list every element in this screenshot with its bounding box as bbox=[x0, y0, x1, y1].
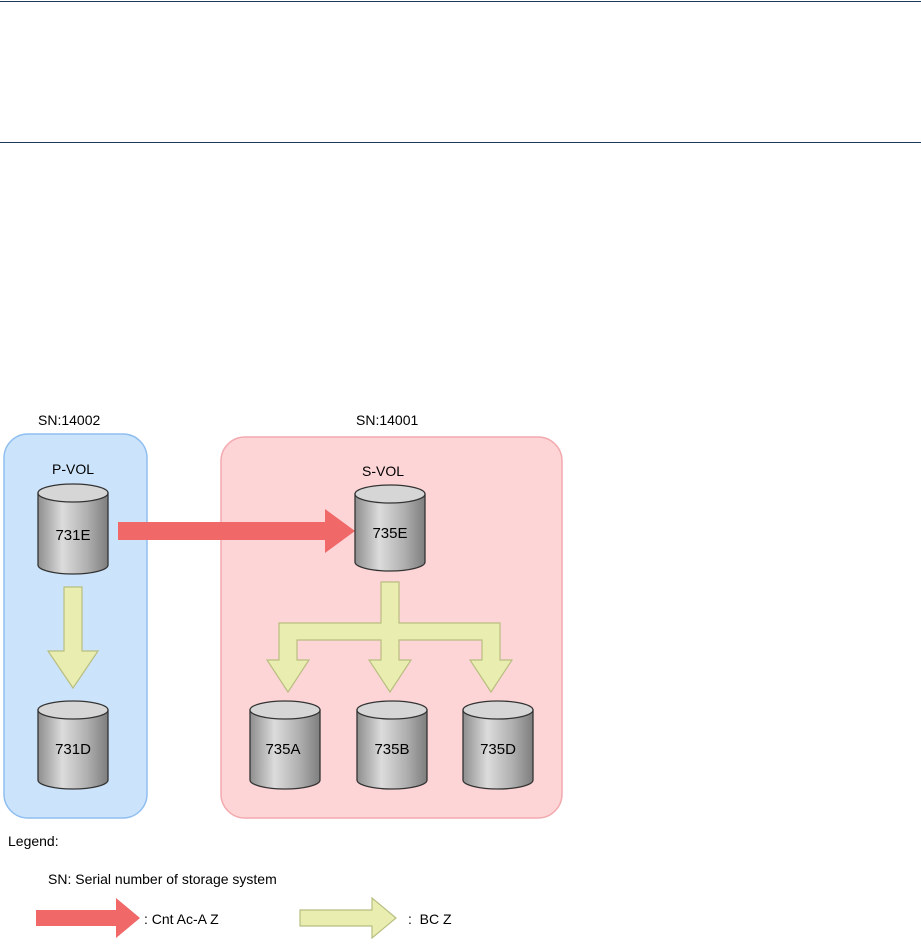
bc-arrow-branch bbox=[265, 581, 514, 694]
volume-label-735A: 735A bbox=[265, 741, 300, 758]
role-label-svol: S-VOL bbox=[362, 463, 404, 479]
legend-sn-text: SN: Serial number of storage system bbox=[48, 871, 277, 887]
volume-label-731D: 731D bbox=[55, 741, 91, 758]
sn-label-left: SN:14002 bbox=[38, 412, 100, 428]
volume-label-731E: 731E bbox=[55, 527, 90, 544]
volume-735E: 735E bbox=[354, 484, 426, 572]
legend-bc-arrow bbox=[299, 896, 397, 940]
legend-bc-text: : BC Z bbox=[408, 911, 452, 927]
legend-title: Legend: bbox=[8, 833, 59, 849]
volume-735D: 735D bbox=[462, 700, 534, 790]
volume-735A: 735A bbox=[249, 700, 321, 790]
bottom-rule bbox=[0, 142, 921, 143]
sn-label-right: SN:14001 bbox=[356, 412, 418, 428]
volume-label-735B: 735B bbox=[374, 741, 409, 758]
volume-731E: 731E bbox=[37, 483, 109, 575]
role-label-pvol: P-VOL bbox=[52, 461, 94, 477]
cnt-arrow-main bbox=[118, 509, 355, 553]
top-rule bbox=[0, 1, 921, 2]
volume-label-735D: 735D bbox=[480, 741, 516, 758]
volume-731D: 731D bbox=[37, 700, 109, 790]
legend-cnt-arrow bbox=[36, 898, 140, 938]
legend-cnt-text: : Cnt Ac-A Z bbox=[144, 911, 219, 927]
volume-735B: 735B bbox=[356, 700, 428, 790]
bc-arrow-left bbox=[46, 586, 100, 690]
volume-label-735E: 735E bbox=[372, 525, 407, 542]
